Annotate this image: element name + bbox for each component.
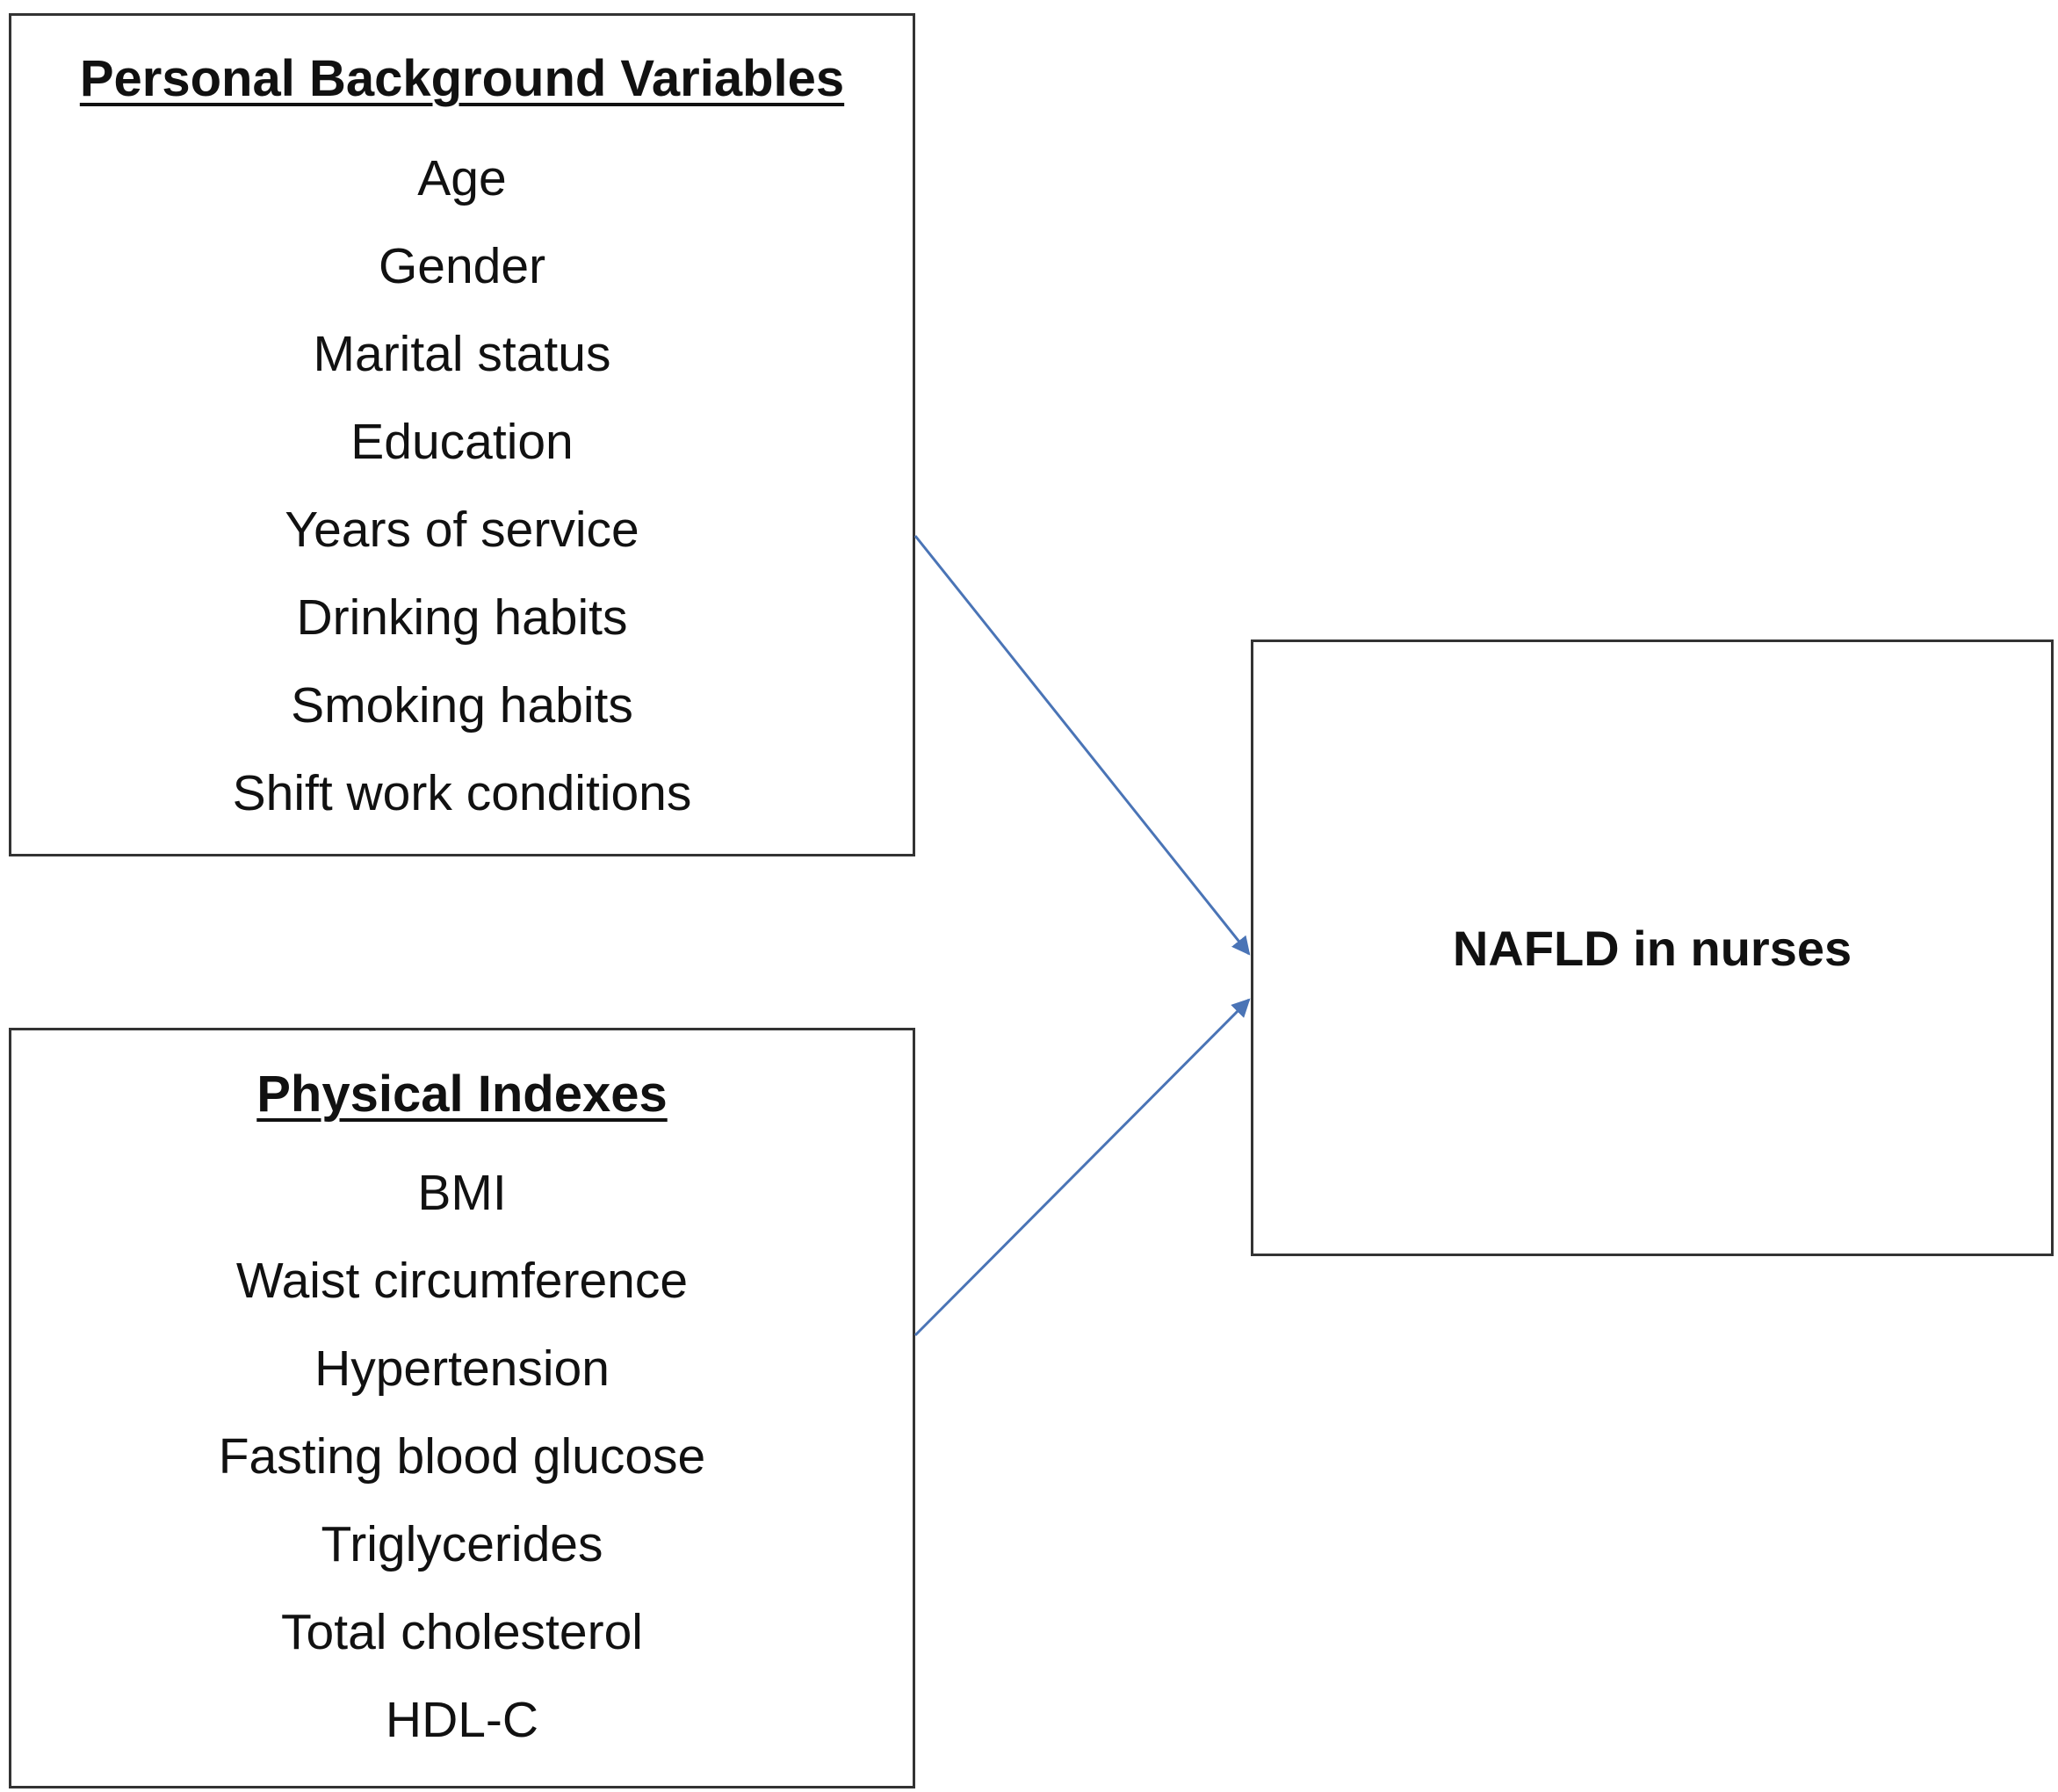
- list-item: Marital status: [313, 326, 611, 382]
- list-item: Total cholesterol: [281, 1604, 643, 1660]
- list-item: Hypertension: [314, 1340, 610, 1397]
- list-item: Waist circumference: [235, 1253, 689, 1309]
- list-item: Years of service: [285, 502, 639, 558]
- personal-background-list: Age Gender Marital status Education Year…: [11, 134, 913, 837]
- list-item: Shift work conditions: [232, 765, 692, 821]
- personal-background-box: Personal Background Variables Age Gender…: [9, 13, 915, 856]
- physical-indexes-list: BMI Waist circumference Hypertension Fas…: [11, 1149, 913, 1764]
- personal-background-title: Personal Background Variables: [79, 50, 845, 107]
- list-item: Education: [350, 414, 574, 470]
- list-item: BMI: [417, 1165, 507, 1221]
- outcome-label: NAFLD in nurses: [1452, 920, 1852, 976]
- list-item: Smoking habits: [291, 677, 633, 733]
- physical-indexes-box: Physical Indexes BMI Waist circumference…: [9, 1028, 915, 1788]
- list-item: HDL-C: [385, 1692, 539, 1748]
- list-item: Drinking habits: [296, 589, 628, 646]
- list-item: Gender: [378, 238, 546, 294]
- outcome-box: NAFLD in nurses: [1251, 639, 2054, 1256]
- arrow-background-to-outcome: [913, 535, 1251, 956]
- list-item: Fasting blood glucose: [218, 1428, 706, 1485]
- list-item: Triglycerides: [321, 1516, 603, 1572]
- arrow-physical-to-outcome: [913, 998, 1251, 1337]
- physical-indexes-title: Physical Indexes: [256, 1066, 668, 1123]
- list-item: Age: [417, 150, 507, 206]
